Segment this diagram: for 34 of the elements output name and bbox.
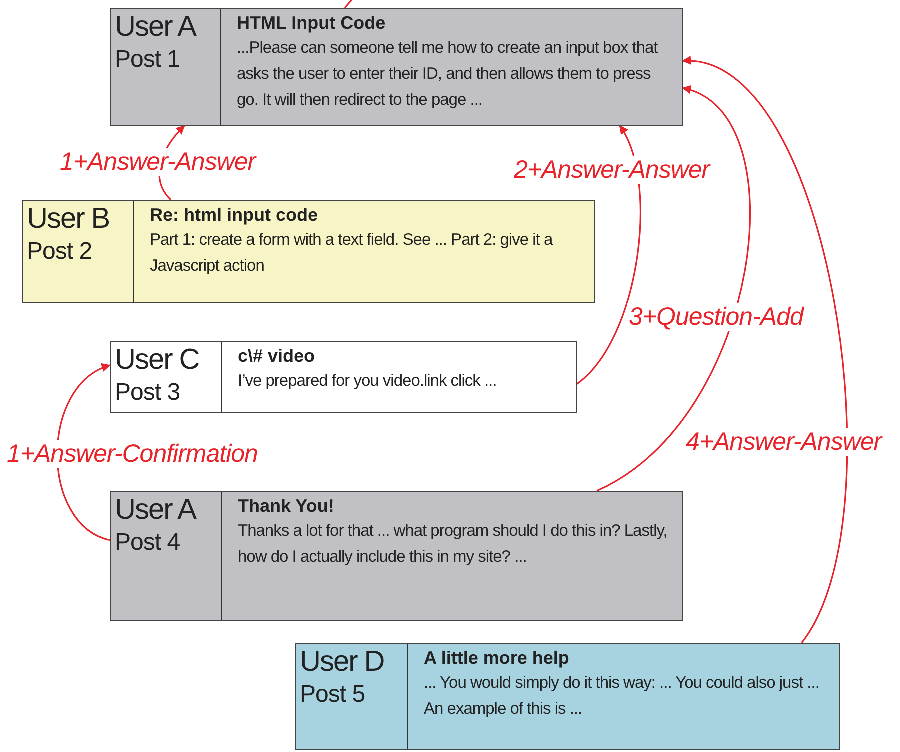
post-title: Re: html input code [150,204,318,227]
user-name: User C [115,344,200,376]
post-card [22,200,595,303]
curved-arrow [682,58,848,644]
post-body: I’ve prepared for you video.link click ... [238,371,498,392]
post-card [110,491,683,621]
connector-line [344,0,353,9]
edge-label: 1+Answer-Confirmation [5,440,260,468]
curved-arrow [576,125,642,385]
curved-arrow [596,87,751,492]
post-number: Post 1 [115,45,180,75]
post-title: c\# video [238,345,316,368]
user-name: User B [27,203,110,235]
post-title: HTML Input Code [237,12,386,35]
post-card [110,8,683,126]
post-body: ... You would simply do it this way: ... You could also just ... An example of this is ... [424,673,820,720]
edge-label: 1+Answer-Answer [58,148,258,176]
post-title: A little more help [424,647,570,670]
post-number: Post 5 [300,680,366,710]
post-number: Post 3 [115,378,180,408]
post-body: Part 1: create a form with a text field. See ... Part 2: give it a Javascript action [150,230,554,277]
user-name: User A [115,494,196,526]
post-card [110,341,577,413]
edge-label: 2+Answer-Answer [512,156,712,184]
post-card [295,643,840,750]
user-name: User A [115,11,196,43]
post-body: Thanks a lot for that ... what program should I do this in? Lastly, how do I actually include this in my site? ... [238,521,668,568]
edge-label: 3+Question-Add [627,303,806,331]
user-name: User D [300,646,384,678]
post-number: Post 4 [115,528,180,558]
post-number: Post 2 [27,237,92,267]
post-title: Thank You! [238,495,334,518]
post-body: ...Please can someone tell me how to create an input box that asks the user to enter their ID, and then allows them to press go. It will then redirect to the page ... [237,38,660,111]
edge-label: 4+Answer-Answer [684,428,884,456]
